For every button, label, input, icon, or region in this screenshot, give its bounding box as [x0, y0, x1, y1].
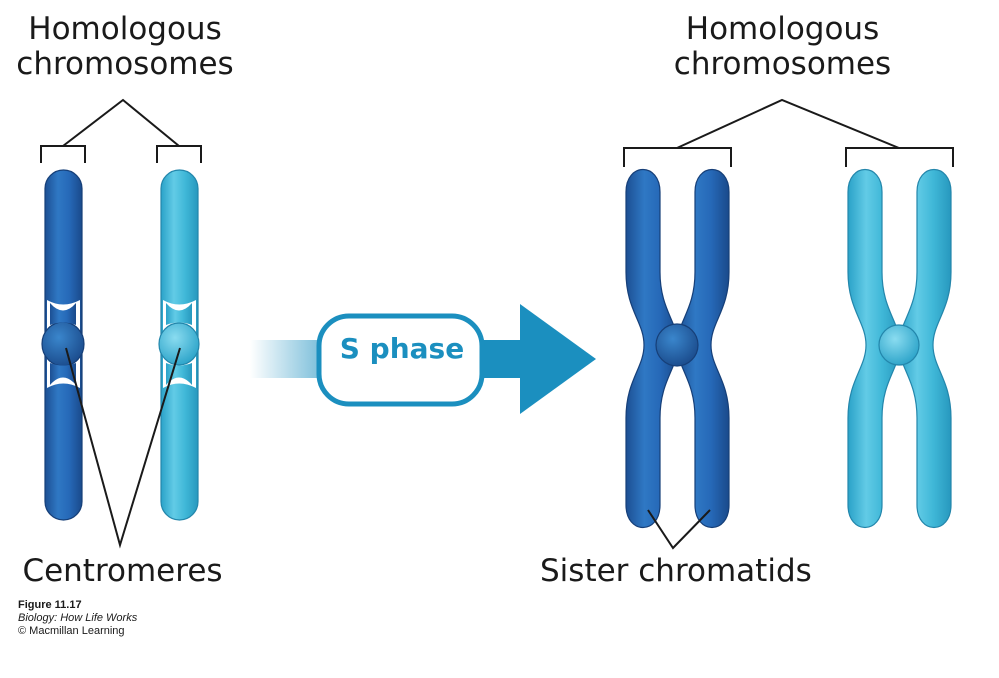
chromosome-dark-unreplicated — [41, 169, 85, 521]
sister-chromatid-pointer-lines — [647, 509, 711, 550]
book-title: Biology: How Life Works — [18, 611, 138, 624]
figure-credit: Figure 11.17 Biology: How Life Works © M… — [18, 599, 137, 638]
centromere-pointer-lines — [65, 347, 181, 549]
chromosome-dark-replicated — [625, 168, 730, 529]
homologous-bracket-right — [623, 98, 954, 167]
publisher: © Macmillan Learning — [18, 624, 125, 637]
homologous-bracket-left — [40, 98, 202, 163]
s-phase-label: S phase — [339, 332, 465, 365]
homologous-chromosomes-label-left: Homologous chromosomes — [16, 11, 234, 82]
chromosome-light-replicated — [847, 168, 952, 529]
figure-number: Figure 11.17 — [18, 599, 82, 611]
sister-chromatids-label: Sister chromatids — [540, 553, 812, 589]
homologous-chromosomes-label-right: Homologous chromosomes — [673, 11, 892, 82]
s-phase-arrow — [250, 304, 596, 414]
centromeres-label: Centromeres — [22, 553, 223, 589]
chromosome-light-unreplicated — [158, 169, 200, 521]
